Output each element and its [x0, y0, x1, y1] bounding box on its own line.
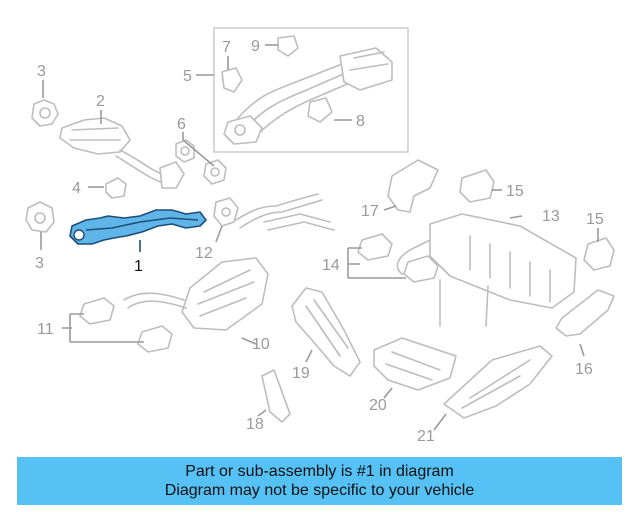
label-3-bottom: 3 [35, 255, 44, 272]
label-15-upper: 15 [506, 183, 524, 200]
label-2: 2 [96, 93, 105, 110]
label-19: 19 [292, 365, 310, 382]
label-13: 13 [542, 208, 560, 225]
label-17: 17 [361, 203, 379, 220]
part-13-rear-muffler [396, 213, 577, 327]
part-21-heat-shield [443, 345, 553, 419]
part-3-gasket-top [31, 99, 59, 127]
label-12: 12 [195, 245, 213, 262]
label-11: 11 [37, 321, 54, 338]
part-3-gasket-bottom [25, 201, 55, 233]
part-5-inset [213, 27, 409, 153]
part-17-heat-shield [387, 159, 439, 213]
part-2-catalytic-converter [59, 117, 185, 189]
label-6: 6 [177, 116, 186, 133]
label-16: 16 [575, 361, 593, 378]
part-16-tail-pipe [555, 289, 615, 337]
banner-line-1: Part or sub-assembly is #1 in diagram [185, 463, 454, 480]
banner-line-2: Diagram may not be specific to your vehi… [164, 482, 475, 499]
part-1-front-pipe-highlighted[interactable] [69, 209, 207, 252]
part-20-heat-shield [373, 337, 457, 391]
leader-lines [40, 44, 599, 431]
label-14: 14 [322, 257, 340, 274]
part-number-labels: 1 2 3 3 4 5 6 7 8 9 10 11 12 13 14 15 15… [35, 38, 604, 445]
label-4: 4 [72, 180, 81, 197]
label-15-right: 15 [586, 211, 604, 228]
label-20: 20 [369, 397, 387, 414]
part-12-clamp [213, 197, 239, 227]
label-10: 10 [252, 336, 270, 353]
part-18-bracket [261, 369, 291, 423]
part-19-heat-shield [291, 287, 361, 377]
part-6-gaskets [175, 139, 227, 185]
part-4-bracket [105, 177, 127, 199]
label-7: 7 [222, 39, 231, 56]
label-5: 5 [183, 68, 192, 85]
info-banner: Part or sub-assembly is #1 in diagram Di… [17, 457, 622, 505]
part-11-clamps [79, 297, 173, 353]
part-14-clamps [357, 233, 439, 283]
label-8: 8 [356, 113, 365, 130]
label-1: 1 [134, 258, 143, 275]
label-3-top: 3 [37, 63, 46, 80]
label-9: 9 [251, 38, 260, 55]
part-15-hanger-right [583, 237, 615, 271]
part-15-hanger-upper [459, 169, 495, 203]
label-18: 18 [246, 416, 264, 433]
part-10-middle-pipe [123, 193, 335, 331]
label-21: 21 [417, 428, 435, 445]
